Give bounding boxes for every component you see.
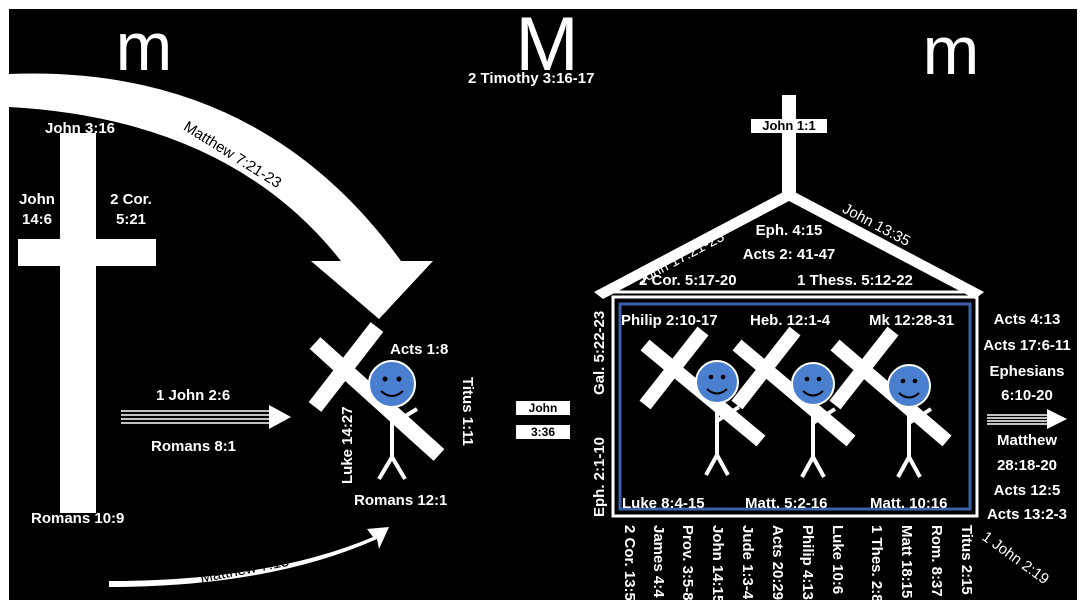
church-figure-3 (835, 331, 947, 477)
right-ref-below-3: Acts 12:5 (977, 483, 1077, 498)
center-figure-left-label: Luke 14:27 (340, 406, 355, 484)
bottom-ref-2: James 4:4 (651, 525, 666, 598)
right-ref-below-4: Acts 13:2-3 (977, 507, 1077, 522)
striped-arrow-below-label: Romans 8:1 (151, 439, 236, 454)
bottom-ref-1: 2 Cor. 13:5 (622, 525, 637, 600)
steeple-label: John 1:1 (752, 119, 826, 133)
bottom-ref-5: Jude 1:3-4 (740, 525, 755, 599)
left-wall-lower: Eph. 2:1-10 (592, 437, 607, 517)
bottom-curved-arrow (109, 527, 389, 587)
left-cross-horizontal (18, 239, 156, 266)
heading-left-m: m (109, 13, 179, 81)
middle-box-line2: 3:36 (516, 425, 570, 439)
striped-arrow-above-label: 1 John 2:6 (156, 388, 230, 403)
right-ref-below-2: 28:18-20 (977, 458, 1077, 473)
bottom-ref-7: Philip 4:13 (800, 525, 815, 600)
bottom-ref-4: John 14:15 (710, 525, 725, 600)
right-ref-below-1: Matthew (977, 433, 1077, 448)
bottom-ref-12: Titus 2:15 (959, 525, 974, 595)
inner-bottom-1: Luke 8:4-15 (622, 496, 705, 511)
diagram-canvas: m M m 2 Timothy 3:16-17 John 3:16 John 1… (9, 9, 1077, 600)
center-figure-top-label: Acts 1:8 (390, 342, 448, 357)
striped-arrow-left (121, 405, 291, 429)
right-ref-above-2: Acts 17:6-11 (977, 338, 1077, 353)
right-ref-above-4: 6:10-20 (977, 388, 1077, 403)
middle-box-line1: John (516, 401, 570, 415)
bottom-ref-9: 1 Thes. 2:8 (869, 525, 884, 600)
heading-right-m: m (916, 17, 986, 85)
inner-top-2: Heb. 12:1-4 (750, 313, 830, 328)
bottom-ref-11: Rom. 8:37 (929, 525, 944, 597)
left-cross-vertical (60, 133, 96, 513)
church-body (613, 297, 977, 516)
center-figure-bottom-label: Romans 12:1 (354, 493, 447, 508)
steeple-cross-vertical (782, 95, 796, 195)
roof-bottom-left: 2 Cor. 5:17-20 (639, 273, 737, 288)
striped-arrow-right (987, 409, 1067, 429)
roof-line-2: Acts 2: 41-47 (699, 247, 879, 262)
left-cross-right-label: 2 Cor. 5:21 (103, 190, 159, 231)
bottom-ref-6: Acts 20:29 (770, 525, 785, 600)
left-wall-upper: Gal. 5:22-23 (592, 311, 607, 395)
inner-top-1: Philip 2:10-17 (621, 313, 718, 328)
left-cross-bottom-label: Romans 10:9 (31, 511, 124, 526)
center-reference: 2 Timothy 3:16-17 (468, 71, 594, 86)
left-cross-top-label: John 3:16 (45, 121, 115, 136)
right-ref-above-3: Ephesians (977, 364, 1077, 379)
right-ref-above-1: Acts 4:13 (977, 312, 1077, 327)
inner-bottom-3: Matt. 10:16 (870, 496, 948, 511)
left-cross-left-label: John 14:6 (9, 190, 65, 231)
roof-bottom-right: 1 Thess. 5:12-22 (797, 273, 913, 288)
bottom-ref-3: Prov. 3:5-8 (680, 525, 695, 600)
center-figure-right-label: Titus 1:11 (460, 377, 475, 446)
inner-bottom-2: Matt. 5:2-16 (745, 496, 828, 511)
roof-line-1: Eph. 4:15 (699, 223, 879, 238)
bottom-ref-10: Matt 18:15 (899, 525, 914, 598)
bottom-ref-8: Luke 10:6 (830, 525, 845, 594)
inner-top-3: Mk 12:28-31 (869, 313, 954, 328)
